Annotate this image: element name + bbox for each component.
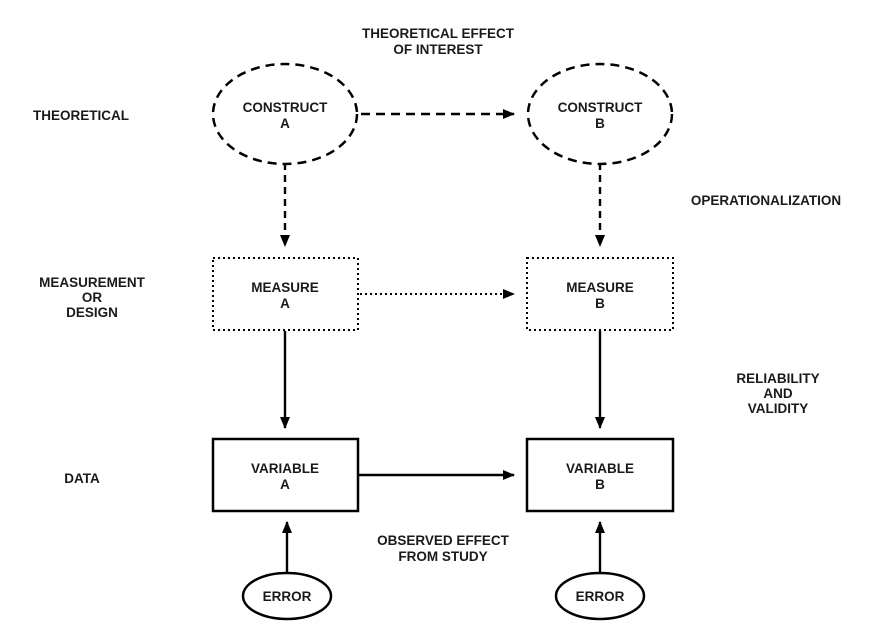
error-b-ellipse bbox=[554, 571, 646, 621]
variable-b-box bbox=[525, 437, 675, 513]
row-label-theoretical: THEORETICAL bbox=[33, 108, 129, 123]
theoretical-effect-label-line1: THEORETICAL EFFECT bbox=[362, 26, 515, 41]
error-a-label: ERROR bbox=[263, 589, 312, 604]
measure-b-label-line2: B bbox=[595, 296, 605, 311]
construct-b-label-line2: B bbox=[595, 116, 605, 131]
variable-a-label-line1: VARIABLE bbox=[251, 461, 319, 476]
row-label-measurement-line3: DESIGN bbox=[66, 305, 118, 320]
measure-b-label-line1: MEASURE bbox=[566, 280, 634, 295]
measure-a-box bbox=[212, 257, 359, 331]
observed-effect-label-line2: FROM STUDY bbox=[398, 549, 487, 564]
side-label-reliability-line2: AND bbox=[763, 386, 792, 401]
side-label-reliability-line1: RELIABILITY bbox=[736, 371, 819, 386]
construct-b-ellipse bbox=[526, 62, 674, 166]
variable-a-box bbox=[211, 437, 360, 513]
measure-a-label-line2: A bbox=[280, 296, 290, 311]
row-label-data: DATA bbox=[64, 471, 100, 486]
variable-b-label-line2: B bbox=[595, 477, 605, 492]
row-label-measurement-line2: OR bbox=[82, 290, 103, 305]
construct-b-label-line1: CONSTRUCT bbox=[558, 100, 643, 115]
theoretical-effect-label-line2: OF INTEREST bbox=[393, 42, 483, 57]
error-b-label: ERROR bbox=[576, 589, 625, 604]
observed-effect-label-line1: OBSERVED EFFECT bbox=[377, 533, 510, 548]
variable-b-label-line1: VARIABLE bbox=[566, 461, 634, 476]
construct-a-label-line2: A bbox=[280, 116, 290, 131]
error-a-ellipse bbox=[241, 571, 333, 621]
row-label-measurement-line1: MEASUREMENT bbox=[39, 275, 146, 290]
measure-a-label-line1: MEASURE bbox=[251, 280, 319, 295]
construct-a-label-line1: CONSTRUCT bbox=[243, 100, 328, 115]
side-label-operationalization: OPERATIONALIZATION bbox=[691, 193, 841, 208]
variable-a-label-line2: A bbox=[280, 477, 290, 492]
side-label-reliability-line3: VALIDITY bbox=[748, 401, 809, 416]
construct-a-ellipse bbox=[211, 62, 359, 166]
measure-b-box bbox=[526, 257, 674, 331]
